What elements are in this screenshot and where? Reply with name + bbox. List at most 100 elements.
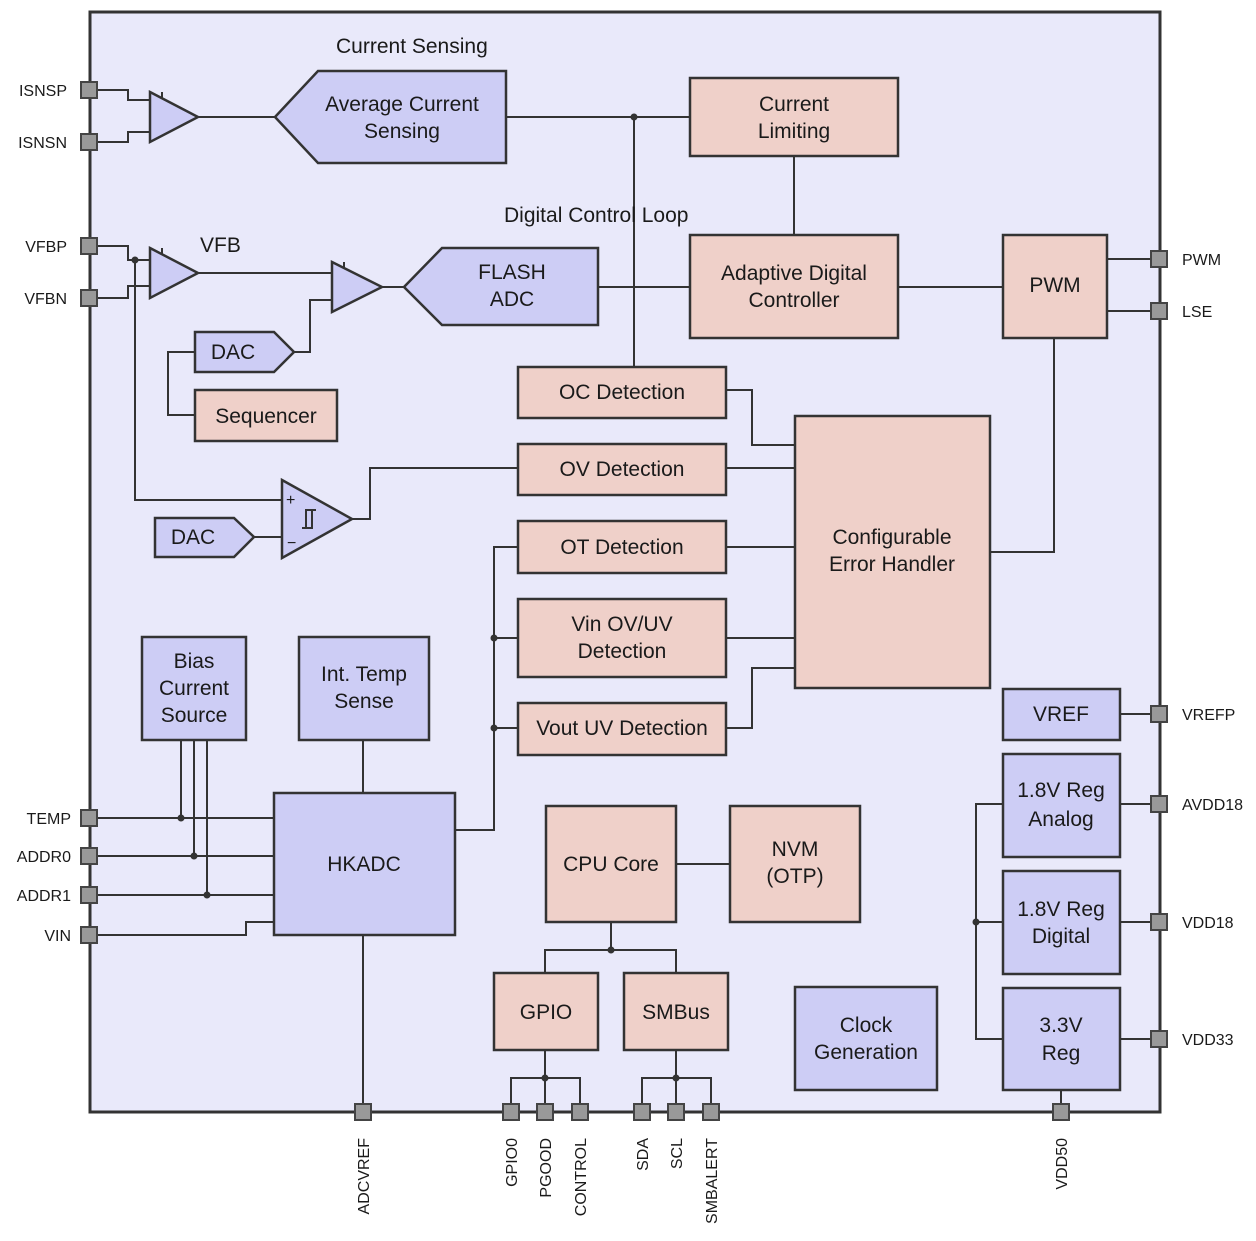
vref-label: VREF — [1033, 703, 1089, 726]
bias-current-label-3: Source — [161, 704, 228, 727]
pin-vdd50: VDD50 — [1054, 1138, 1071, 1190]
temp-sense-label-2: Sense — [334, 690, 394, 713]
error-handler-block: Configurable Error Handler — [793, 414, 992, 690]
flash-adc-label-1: FLASH — [478, 261, 546, 284]
pin-pgood: PGOOD — [538, 1138, 555, 1198]
pin-vfbn: VFBN — [24, 291, 67, 308]
hkadc-label: HKADC — [327, 853, 401, 876]
bias-current-label-1: Bias — [174, 650, 215, 673]
gpio-block: GPIO — [492, 971, 600, 1052]
reg-33-label-1: 3.3V — [1039, 1014, 1082, 1037]
flash-adc-label-2: ADC — [490, 288, 534, 311]
ov-detection-block: OV Detection — [516, 442, 728, 497]
current-limiting-label-2: Limiting — [758, 120, 830, 143]
ov-comparator: + − — [280, 477, 355, 561]
svg-text:+: + — [286, 492, 295, 509]
pin-avdd18: AVDD18 — [1182, 797, 1243, 814]
pin-scl: SCL — [669, 1138, 686, 1169]
pin-isnsp: ISNSP — [19, 83, 67, 100]
error-handler-label-2: Error Handler — [829, 553, 955, 576]
nvm-block: NVM (OTP) — [728, 804, 862, 924]
ot-detection-label: OT Detection — [560, 536, 683, 559]
sequencer-label: Sequencer — [215, 405, 317, 428]
pin-temp: TEMP — [27, 811, 71, 828]
pin-vdd18: VDD18 — [1182, 915, 1234, 932]
oc-detection-block: OC Detection — [516, 365, 728, 420]
sequencer-block: Sequencer — [193, 388, 339, 443]
pin-addr1: ADDR1 — [17, 888, 71, 905]
vfb-amplifier — [148, 245, 201, 301]
ot-detection-block: OT Detection — [516, 519, 728, 575]
pin-adcvref: ADCVREF — [356, 1138, 373, 1215]
gpio-label: GPIO — [520, 1001, 573, 1024]
dac1-label: DAC — [211, 341, 255, 364]
pwm-label: PWM — [1029, 274, 1080, 297]
vfb-title: VFB — [200, 234, 241, 257]
smbus-label: SMBus — [642, 1001, 710, 1024]
ov-detection-label: OV Detection — [560, 458, 685, 481]
reg-analog-label-2: Analog — [1028, 808, 1093, 831]
wiring — [90, 89, 1160, 1112]
vout-detection-block: Vout UV Detection — [516, 701, 728, 757]
avg-current-label-2: Sensing — [364, 120, 440, 143]
temp-sense-block: Int. Temp Sense — [297, 635, 431, 742]
reg-33-block: 3.3V Reg — [1001, 986, 1122, 1092]
pin-lse: LSE — [1182, 304, 1212, 321]
nvm-label-2: (OTP) — [766, 865, 823, 888]
dac2-block: DAC — [153, 516, 256, 559]
current-limiting-block: Current Limiting — [688, 76, 900, 158]
left-pins: ISNSP ISNSN VFBP VFBN TEMP ADDR0 ADDR1 V… — [17, 81, 98, 945]
clock-gen-label-1: Clock — [840, 1014, 893, 1037]
adaptive-controller-label-1: Adaptive Digital — [721, 262, 867, 285]
vin-detection-block: Vin OV/UV Detection — [516, 597, 728, 679]
temp-sense-label-1: Int. Temp — [321, 663, 407, 686]
pin-vin: VIN — [44, 928, 71, 945]
pin-sda: SDA — [635, 1138, 652, 1171]
nvm-label-1: NVM — [772, 838, 819, 861]
reg-analog-label-1: 1.8V Reg — [1017, 779, 1105, 802]
current-limiting-label-1: Current — [759, 93, 829, 116]
svg-text:−: − — [287, 535, 296, 552]
current-sensing-title: Current Sensing — [336, 35, 488, 58]
pin-smbalert: SMBALERT — [704, 1138, 721, 1224]
vref-block: VREF — [1001, 687, 1122, 742]
vin-detection-label-2: Detection — [578, 640, 667, 663]
bias-current-label-2: Current — [159, 677, 229, 700]
digital-control-loop-title: Digital Control Loop — [504, 204, 688, 227]
reg-digital-label-2: Digital — [1032, 925, 1090, 948]
oc-detection-label: OC Detection — [559, 381, 685, 404]
vout-detection-label: Vout UV Detection — [536, 717, 708, 740]
error-handler-label-1: Configurable — [832, 526, 951, 549]
bias-current-block: Bias Current Source — [140, 635, 248, 742]
pin-vrefp: VREFP — [1182, 707, 1235, 724]
bottom-pins: ADCVREF GPIO0 PGOOD CONTROL SDA SCL SMBA… — [354, 1103, 1071, 1224]
smbus-block: SMBus — [622, 971, 730, 1052]
reg-analog-block: 1.8V Reg Analog — [1001, 752, 1122, 859]
dac1-block: DAC — [193, 330, 296, 374]
adaptive-controller-block: Adaptive Digital Controller — [688, 233, 900, 340]
right-pins: PWM LSE VREFP AVDD18 VDD18 VDD33 — [1150, 250, 1243, 1049]
reg-33-label-2: Reg — [1042, 1042, 1081, 1065]
dac2-label: DAC — [171, 526, 215, 549]
junction-dots — [131, 113, 980, 1082]
pin-addr0: ADDR0 — [17, 849, 71, 866]
pin-gpio0: GPIO0 — [504, 1138, 521, 1187]
pin-vdd33: VDD33 — [1182, 1032, 1234, 1049]
clock-gen-block: Clock Generation — [793, 985, 939, 1092]
cpu-core-label: CPU Core — [563, 853, 659, 876]
pin-vfbp: VFBP — [25, 239, 67, 256]
vin-detection-label-1: Vin OV/UV — [571, 613, 672, 636]
pin-control: CONTROL — [573, 1138, 590, 1216]
pwm-block: PWM — [1001, 233, 1109, 340]
adaptive-controller-label-2: Controller — [748, 289, 839, 312]
clock-gen-label-2: Generation — [814, 1041, 918, 1064]
cpu-core-block: CPU Core — [544, 804, 678, 924]
avg-current-block: Average Current Sensing — [273, 69, 508, 165]
hkadc-block: HKADC — [272, 791, 457, 937]
reg-digital-block: 1.8V Reg Digital — [1001, 869, 1122, 976]
pin-isnsn: ISNSN — [18, 135, 67, 152]
avg-current-label-1: Average Current — [325, 93, 479, 116]
isns-amplifier — [148, 89, 201, 145]
flash-adc-block: FLASH ADC — [402, 246, 600, 327]
